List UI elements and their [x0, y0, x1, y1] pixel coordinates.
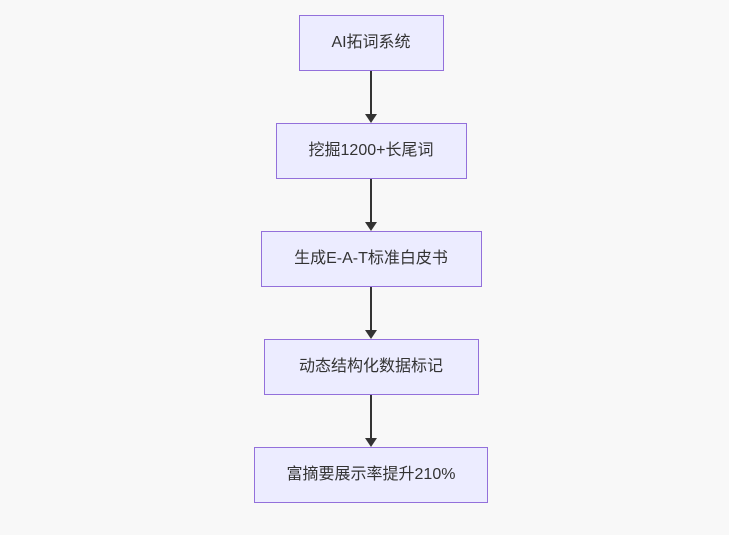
flow-arrow-2 — [365, 179, 377, 231]
arrow-shaft — [370, 395, 372, 438]
flow-node-ai-word-expansion-system: AI拓词系统 — [298, 15, 444, 71]
flow-node-generate-eat-whitepaper: 生成E-A-T标准白皮书 — [260, 231, 482, 287]
flow-node-dynamic-structured-data-markup: 动态结构化数据标记 — [263, 339, 479, 395]
flow-node-label: 动态结构化数据标记 — [298, 358, 443, 375]
flow-node-label: 挖掘1200+长尾词 — [308, 142, 434, 159]
flow-arrow-3 — [365, 287, 377, 339]
arrow-down-icon — [365, 438, 377, 447]
flow-node-rich-snippet-rate-increase: 富摘要展示率提升210% — [254, 447, 488, 503]
flow-node-mine-longtail-keywords: 挖掘1200+长尾词 — [275, 123, 467, 179]
flowchart: AI拓词系统 挖掘1200+长尾词 生成E-A-T标准白皮书 动态结构化数据标记… — [254, 15, 488, 503]
flow-arrow-1 — [365, 71, 377, 123]
flow-node-label: 生成E-A-T标准白皮书 — [294, 250, 448, 267]
arrow-shaft — [370, 71, 372, 114]
flow-arrow-4 — [365, 395, 377, 447]
arrow-down-icon — [365, 114, 377, 123]
arrow-down-icon — [365, 222, 377, 231]
flow-node-label: AI拓词系统 — [331, 34, 411, 51]
flow-node-label: 富摘要展示率提升210% — [286, 466, 456, 483]
arrow-shaft — [370, 287, 372, 330]
arrow-down-icon — [365, 330, 377, 339]
arrow-shaft — [370, 179, 372, 222]
